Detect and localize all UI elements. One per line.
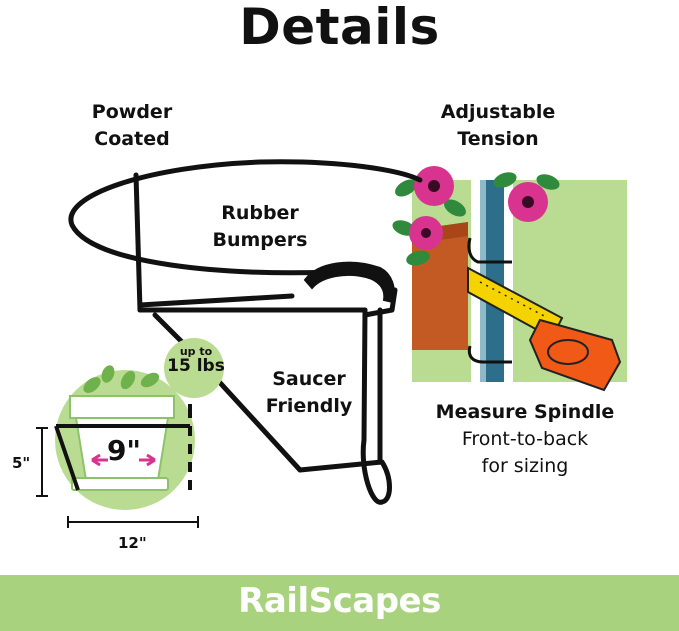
weight-badge [164, 338, 224, 398]
holder-saucer-arm [152, 307, 392, 505]
weight-limit-value: 15 lbs [167, 356, 225, 376]
arrow-left-icon [91, 453, 108, 467]
outer-width-label: 12" [118, 534, 147, 552]
brand-footer: RailScapes [0, 575, 679, 631]
label-powder-coated: Powder Coated [72, 99, 192, 153]
pot-plants [83, 365, 160, 393]
leaf [406, 250, 430, 266]
rubber-bumper [303, 261, 395, 304]
height-dimension-line [36, 427, 48, 497]
flower-center [421, 228, 431, 238]
label-measure-spindle: Measure Spindle Front-to-back for sizing [415, 399, 635, 480]
leaf [444, 199, 466, 217]
height-label: 5" [12, 454, 31, 472]
flower-center [428, 180, 440, 192]
pot-saucer [71, 477, 169, 491]
rail-clamp-top [467, 237, 512, 264]
label-saucer-friendly-line2: Friendly [265, 395, 353, 417]
holder-brace [137, 293, 295, 308]
pot-leaf [101, 365, 115, 383]
pot-leaf [83, 377, 101, 393]
measure-spindle-line1: Front-to-back [461, 428, 589, 450]
tape-ticks [479, 281, 549, 319]
label-adjustable-tension-line1: Adjustable [440, 101, 556, 123]
label-saucer-friendly: Saucer Friendly [254, 366, 364, 420]
holder-hoop [68, 159, 423, 276]
leaf [395, 179, 417, 197]
tape-measure-case [528, 318, 622, 392]
flower [414, 166, 454, 206]
measure-spindle-heading: Measure Spindle [435, 401, 615, 423]
inner-width-label: 9" [106, 434, 142, 467]
leaves [392, 172, 560, 266]
rail-clamp-bottom [467, 345, 512, 364]
holder-back-bar [133, 172, 143, 313]
pot-size-diagram [36, 338, 224, 528]
label-saucer-friendly-line1: Saucer [272, 368, 346, 390]
leaf [536, 174, 560, 190]
label-powder-coated-line1: Powder [91, 101, 173, 123]
measure-spindle-line2: for sizing [481, 455, 569, 477]
label-adjustable-tension-line2: Tension [457, 128, 539, 150]
label-powder-coated-line2: Coated [94, 128, 170, 150]
flower [409, 216, 443, 250]
tape-case-dial [547, 339, 589, 365]
pot-rim [69, 395, 175, 419]
pot-leaf [120, 370, 136, 390]
width-dimension-line [67, 516, 199, 528]
plant-holder-frame [68, 159, 423, 505]
label-rubber-bumpers: Rubber Bumpers [200, 200, 320, 254]
arrow-right-icon [139, 453, 156, 467]
pot-leaf [140, 372, 160, 388]
label-rubber-bumpers-line1: Rubber [221, 202, 299, 224]
weight-limit-label: up to [179, 345, 213, 358]
flower [508, 182, 548, 222]
rail-illustration [392, 166, 627, 392]
page-title: Details [239, 0, 440, 56]
leaf [493, 172, 517, 188]
brand-logo: RailScapes [238, 581, 441, 621]
pot-holder-left [54, 425, 80, 491]
rail-spindle [486, 180, 504, 382]
label-rubber-bumpers-line2: Bumpers [212, 229, 308, 251]
label-adjustable-tension: Adjustable Tension [428, 99, 568, 153]
flower-center [522, 196, 534, 208]
